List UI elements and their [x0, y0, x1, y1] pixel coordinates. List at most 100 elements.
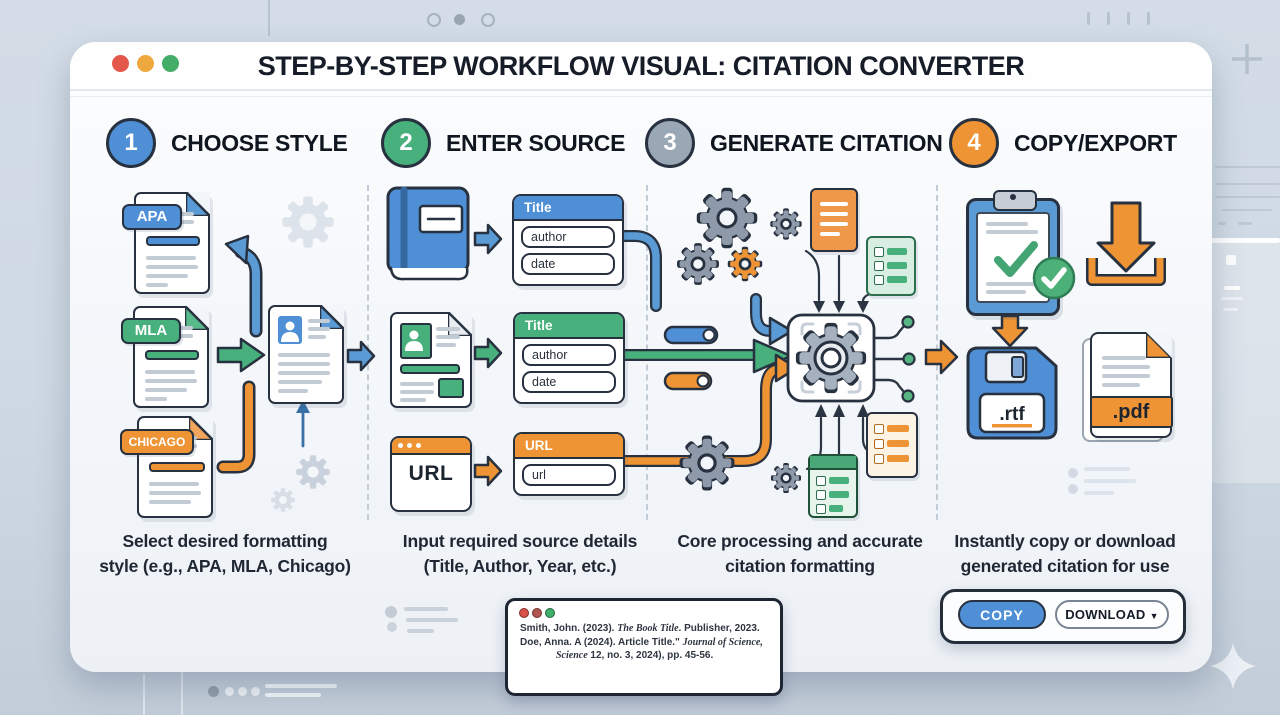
column-separator [646, 185, 648, 520]
clipboard-clip [993, 190, 1037, 211]
ghost-dash [1221, 297, 1243, 300]
step-3-badge: 3 [645, 118, 695, 168]
step-2-enter-source: 2 ENTER SOURCE [381, 118, 625, 168]
text-doc-icon [810, 188, 858, 252]
ghost-dash [1223, 308, 1238, 311]
step-1-choose-style: 1 CHOOSE STYLE [106, 118, 348, 168]
chevron-down-icon: ▼ [1149, 611, 1159, 621]
minimize-button[interactable] [137, 55, 154, 72]
person-icon [281, 321, 299, 342]
top-divider-line [268, 0, 270, 36]
chicago-tab: CHICAGO [120, 429, 194, 455]
url-field: url [522, 464, 616, 486]
caption-copy-export: Instantly copy or download generated cit… [954, 531, 1176, 576]
caption-processing: Core processing and accurate citation fo… [677, 531, 923, 576]
column-separator [936, 185, 938, 520]
success-badge-icon [1032, 256, 1076, 300]
date-field: date [521, 253, 615, 275]
article-source-icon [390, 312, 472, 408]
bottom-dash [265, 684, 337, 688]
copy-button[interactable]: COPY [958, 600, 1046, 629]
ghost-line [1215, 166, 1280, 168]
ghost-line [1215, 183, 1280, 185]
folded-corner [186, 192, 210, 216]
browser-dot [416, 443, 421, 448]
form-header: Title [515, 314, 623, 339]
ghost-line [1238, 222, 1252, 225]
form-header: URL [515, 434, 623, 459]
window-titlebar: STEP-BY-STEP WORKFLOW VISUAL: CITATION C… [70, 42, 1212, 91]
bottom-dot [251, 687, 260, 696]
author-field: author [521, 226, 615, 248]
bottom-vline [143, 674, 145, 715]
author-field: author [522, 344, 616, 366]
date-field: date [522, 371, 616, 393]
page-title: STEP-BY-STEP WORKFLOW VISUAL: CITATION C… [257, 51, 1025, 81]
browser-dot [398, 443, 403, 448]
formatted-citation-doc-icon [268, 305, 344, 404]
form-header: Title [514, 196, 622, 221]
caption-enter-source: Input required source details (Title, Au… [402, 531, 638, 576]
caption-choose-style: Select desired formatting style (e.g., A… [99, 531, 351, 576]
mla-tab: MLA [121, 318, 181, 344]
bottom-dash [265, 693, 321, 697]
author-photo [278, 316, 302, 344]
apa-tab: APA [122, 204, 182, 230]
bottom-vline [181, 662, 183, 715]
checklist-doc-icon [866, 236, 916, 296]
preview-dot-red [519, 608, 529, 618]
pdf-doc-icon: .pdf [1089, 332, 1173, 438]
action-button-group: COPY DOWNLOAD▼ [940, 589, 1186, 644]
folded-corner [1146, 332, 1172, 358]
url-browser-icon: URL [390, 436, 472, 512]
ghost-dash [1224, 286, 1240, 290]
step-2-label: ENTER SOURCE [446, 129, 626, 156]
citation-lines: Smith, John. (2023). The Book Title. Pub… [520, 623, 763, 661]
bottom-dot [208, 686, 219, 697]
step-3-label: GENERATE CITATION [710, 129, 943, 156]
tick-marks [1087, 12, 1090, 25]
tick-marks [1127, 12, 1130, 25]
zoom-button[interactable] [162, 55, 179, 72]
preview-dot-green [545, 608, 555, 618]
step-1-label: CHOOSE STYLE [171, 129, 348, 156]
step-4-badge: 4 [949, 118, 999, 168]
step-4-copy-export: 4 COPY/EXPORT [949, 118, 1177, 168]
browser-dot [407, 443, 412, 448]
ghost-line [1218, 222, 1226, 225]
tick-marks [1147, 12, 1150, 25]
person-icon [405, 330, 423, 351]
folded-corner [189, 416, 213, 440]
download-button-label: DOWNLOAD [1065, 607, 1146, 622]
top-dot-outline-1 [427, 13, 441, 27]
download-button[interactable]: DOWNLOAD▼ [1055, 600, 1169, 629]
check-icon [994, 241, 1038, 277]
bottom-dot [225, 687, 234, 696]
close-button[interactable] [112, 55, 129, 72]
browser-titlebar [392, 438, 470, 455]
step-3-generate-citation: 3 GENERATE CITATION [645, 118, 943, 168]
citation-preview-window: Smith, John. (2023). The Book Title. Pub… [505, 598, 783, 696]
preview-dot-maroon [532, 608, 542, 618]
folded-corner [185, 306, 209, 330]
folded-corner [448, 312, 472, 336]
ghost-panel [1208, 243, 1280, 483]
clipboard-icon [966, 190, 1076, 316]
divider [70, 96, 1212, 97]
top-dot-outline-2 [481, 13, 495, 27]
browser-url-text: URL [408, 462, 454, 485]
figure-thumbnail [438, 378, 464, 398]
url-source-form: URL url [513, 432, 625, 496]
ghost-line [1215, 196, 1280, 198]
ghost-band [1208, 238, 1280, 243]
checklist-doc-icon [808, 454, 858, 518]
step-2-badge: 2 [381, 118, 431, 168]
top-dot-filled [454, 14, 465, 25]
book-source-form: Title author date [512, 194, 624, 286]
tick-marks [1107, 12, 1110, 25]
pdf-label: .pdf [1112, 401, 1150, 423]
step-1-badge: 1 [106, 118, 156, 168]
sparkle-icon [1210, 643, 1256, 689]
author-photo [400, 323, 432, 359]
